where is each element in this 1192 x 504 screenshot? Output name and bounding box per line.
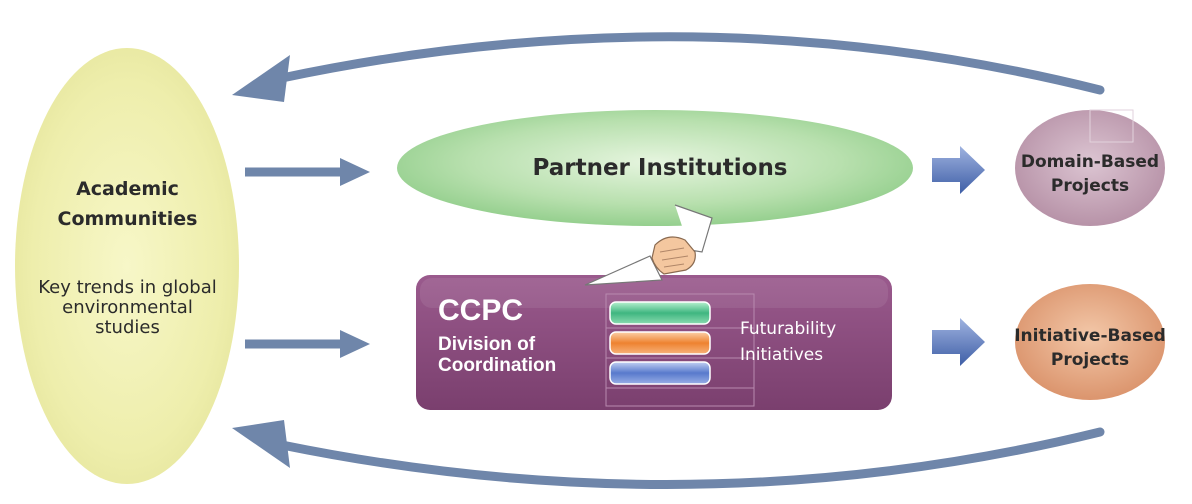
bottom-curved-arrow <box>277 427 1105 489</box>
futurability-initiatives-label: Futurability Initiatives <box>740 316 836 368</box>
academic-desc-line3: studies <box>95 317 160 338</box>
initiative-bar-orange <box>609 331 711 355</box>
ccpc-subtitle-line2: Coordination <box>438 355 557 376</box>
initiative-line1: Initiative-Based <box>1014 326 1166 346</box>
ccpc-title: CCPC <box>438 294 524 327</box>
partner-institutions-label: Partner Institutions <box>532 155 788 181</box>
bottom-arrowhead <box>232 420 290 468</box>
academic-title-line2: Communities <box>57 208 198 230</box>
futurability-line2: Initiatives <box>740 345 824 365</box>
domain-based-projects-label: Domain-Based Projects <box>1008 150 1172 198</box>
initiative-bar-green <box>609 301 711 325</box>
academic-title-line1: Academic <box>76 178 179 200</box>
top-arrowhead <box>232 55 290 102</box>
arrowhead-to-ccpc <box>340 330 370 358</box>
initiative-based-projects-label: Initiative-Based Projects <box>1008 324 1172 372</box>
futurability-line1: Futurability <box>740 319 837 339</box>
academic-desc-line1: Key trends in global <box>38 277 217 298</box>
domain-based-projects-ellipse <box>1015 110 1165 226</box>
academic-title: Academic Communities <box>30 174 225 234</box>
initiative-bar-blue <box>609 361 711 385</box>
handshake-icon <box>584 204 713 286</box>
block-arrow-to-domain <box>932 146 985 194</box>
domain-line2: Projects <box>1050 176 1130 196</box>
academic-communities-ellipse <box>15 48 239 484</box>
initiative-line2: Projects <box>1050 350 1130 370</box>
ccpc-subtitle-line1: Division of <box>438 334 536 355</box>
initiative-based-projects-ellipse <box>1015 284 1165 400</box>
ccpc-subtitle: Division of Coordination <box>438 334 556 376</box>
block-arrow-to-initiative <box>932 318 985 366</box>
domain-line1: Domain-Based <box>1020 152 1160 172</box>
arrowhead-to-partner <box>340 158 370 186</box>
partner-institutions-ellipse <box>397 110 913 226</box>
top-curved-arrow <box>277 32 1105 95</box>
academic-description: Key trends in global environmental studi… <box>25 278 230 338</box>
academic-desc-line2: environmental <box>62 297 193 318</box>
